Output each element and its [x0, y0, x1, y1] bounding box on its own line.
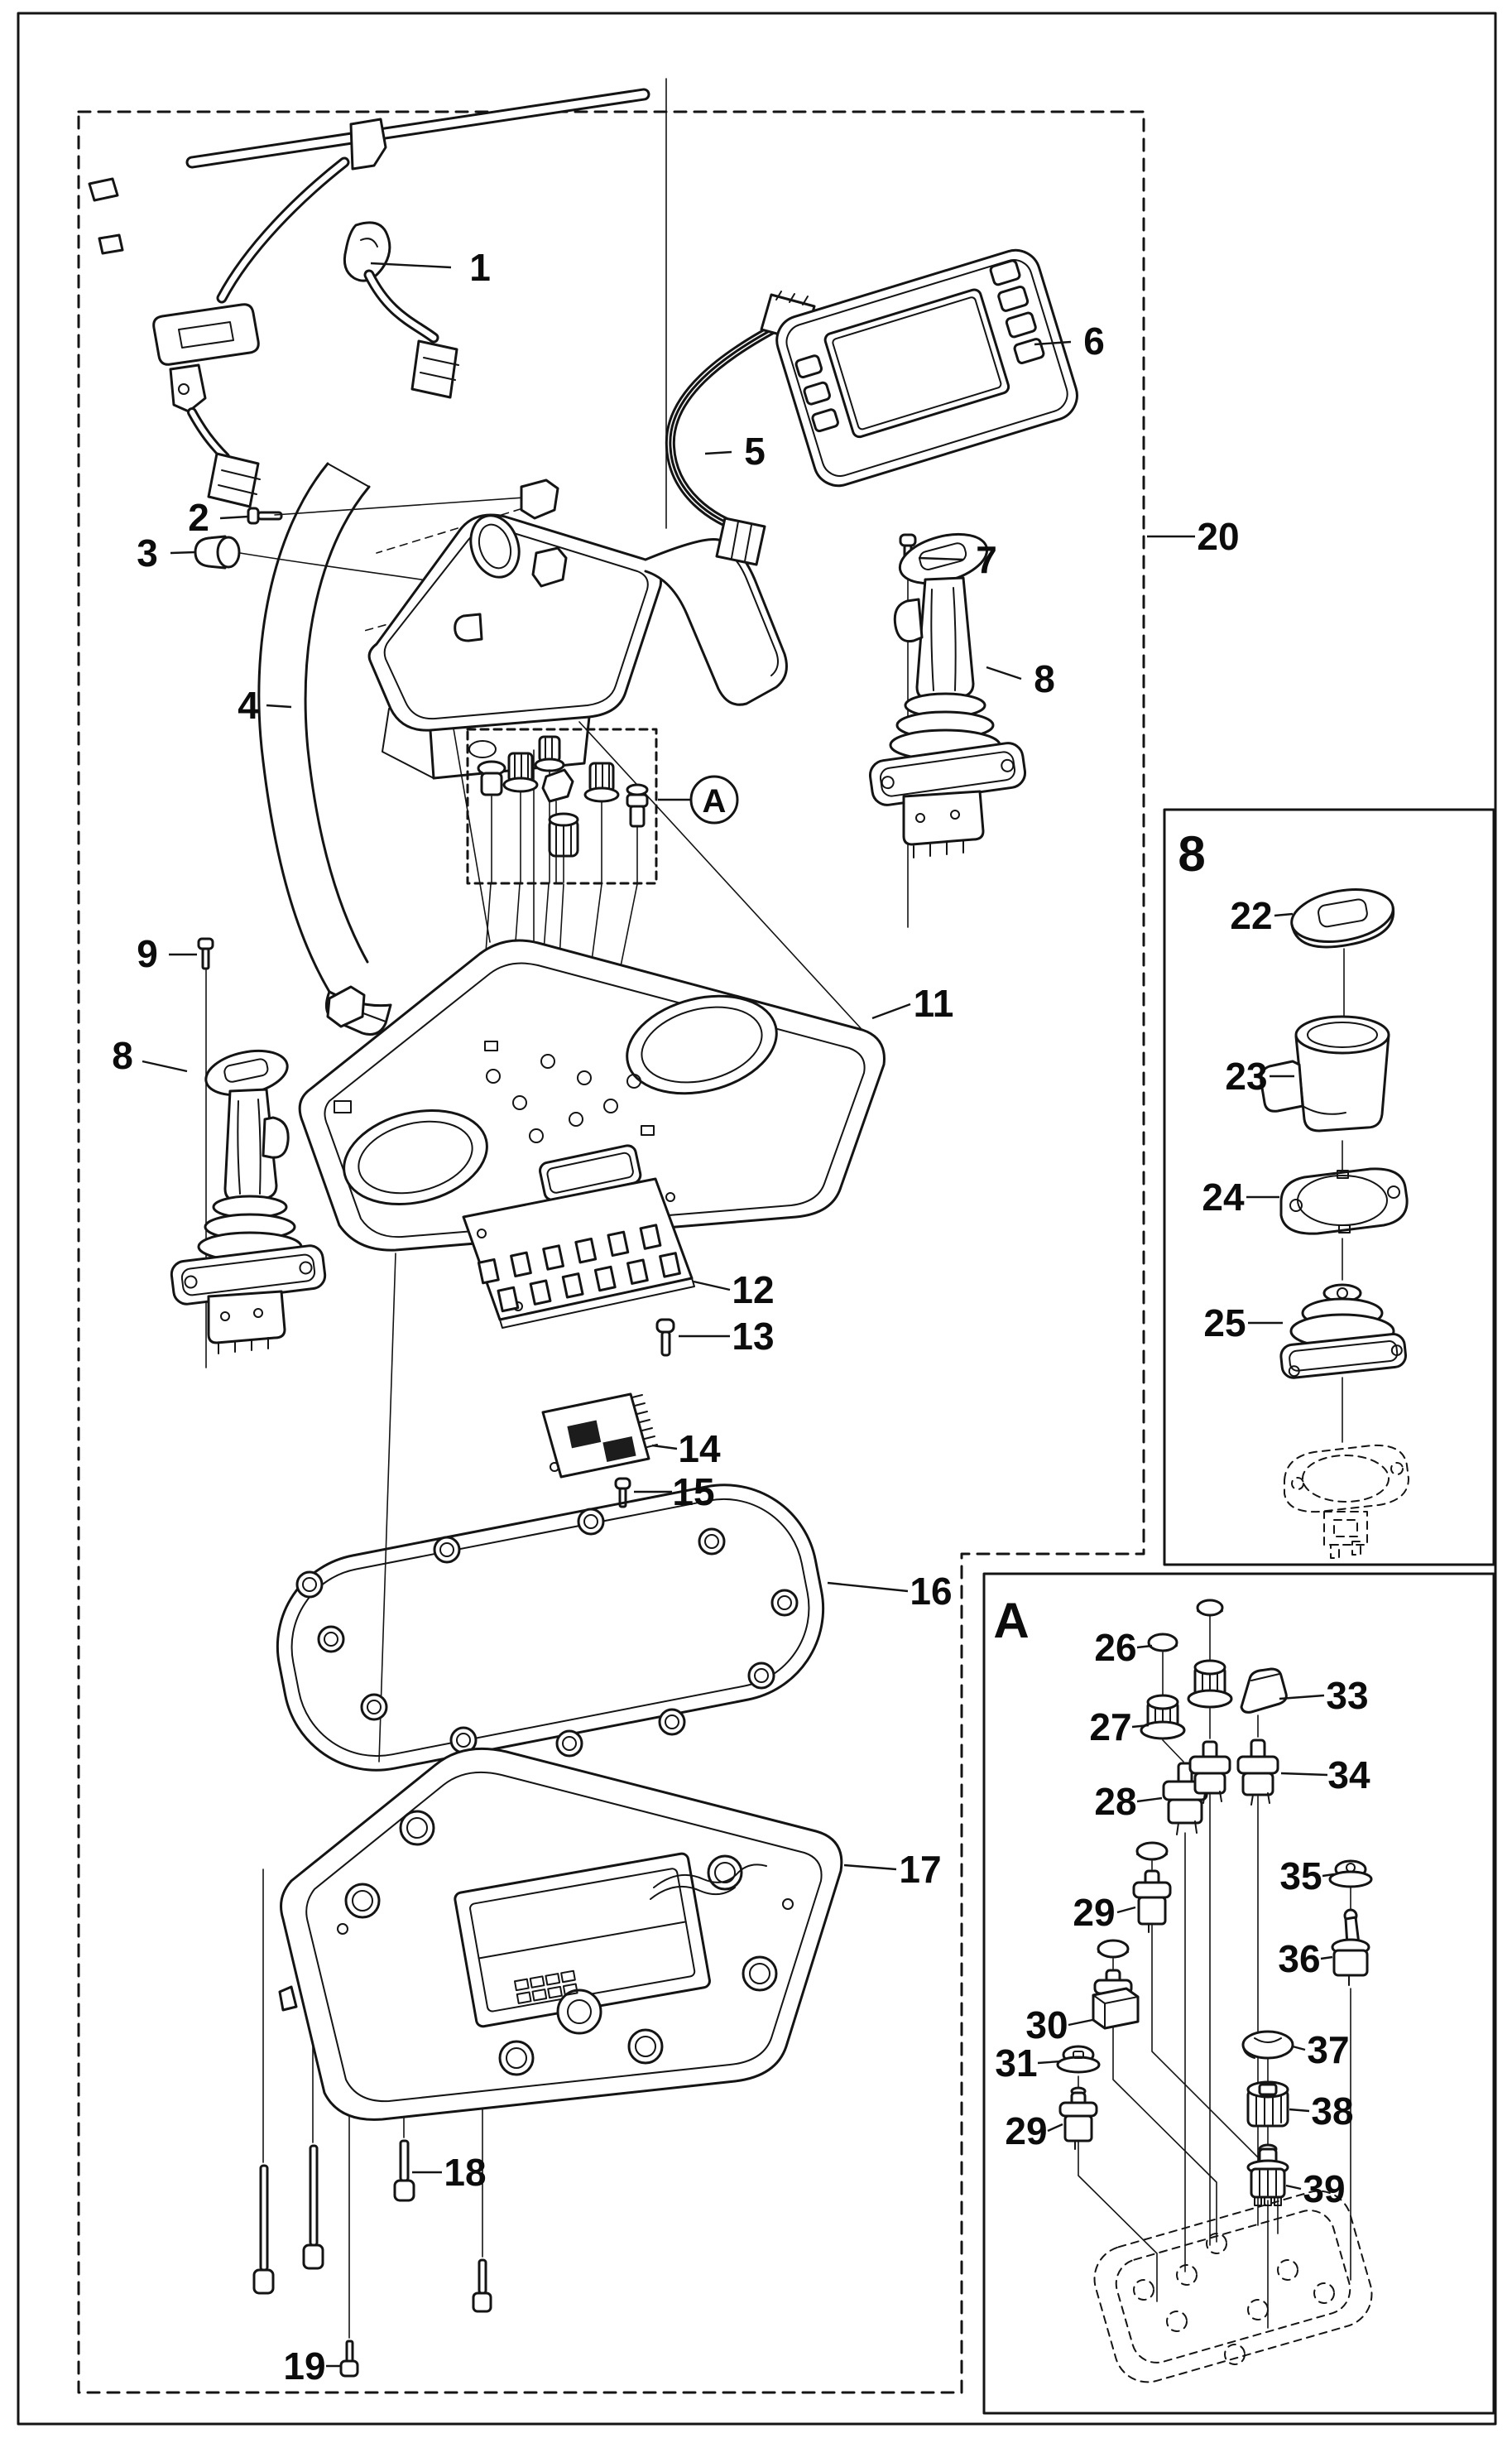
callout-29b: 29 [1005, 2109, 1047, 2152]
part-8-joystick-right [868, 532, 1027, 858]
panel-label-A: A [993, 1593, 1029, 1648]
part-30-switch [1092, 1939, 1140, 2030]
callout-15: 15 [672, 1470, 714, 1513]
part-24-plate [1279, 1167, 1409, 1235]
part-29a-switch [1132, 1841, 1172, 1933]
callout-30: 30 [1025, 2003, 1068, 2046]
display-screen [832, 296, 1002, 430]
part-27-knob [1140, 1694, 1186, 1740]
callout-20: 20 [1197, 515, 1239, 558]
part-28-switch [1162, 1762, 1208, 1835]
panel8-parts [1260, 888, 1409, 1559]
part-34-switch [1236, 1738, 1279, 1806]
callout-8-right: 8 [1034, 657, 1055, 700]
callout-29a: 29 [1073, 1891, 1115, 1934]
callout-4: 4 [238, 684, 259, 727]
callout-31: 31 [995, 2041, 1037, 2085]
callout-18: 18 [444, 2151, 486, 2194]
knob-col2 [1187, 1659, 1233, 1709]
callout-34: 34 [1327, 1753, 1370, 1796]
callout-17: 17 [899, 1848, 941, 1891]
part-14-small-pcb [541, 1392, 658, 1479]
detail-marker-A: A [689, 775, 739, 825]
part-1-harness [88, 88, 650, 508]
part-19-screw [339, 2340, 359, 2378]
callout-6: 6 [1083, 320, 1105, 363]
callout-9: 9 [137, 932, 158, 975]
panel-joystick-detail-box [1163, 808, 1495, 1566]
callout-35: 35 [1279, 1854, 1322, 1897]
outer-border [17, 12, 1497, 2426]
switch-cluster [477, 735, 649, 883]
part-29b-switch [1058, 2086, 1098, 2150]
callout-37: 37 [1307, 2028, 1349, 2071]
callout-25: 25 [1203, 1301, 1246, 1344]
part-6-display [775, 248, 1078, 488]
joystick-base-dashed [1284, 1444, 1409, 1559]
callout-27: 27 [1089, 1705, 1131, 1748]
callout-8-left: 8 [112, 1034, 133, 1077]
part-26-cap [1147, 1633, 1178, 1652]
panel-switch-detail-box [982, 1572, 1495, 2415]
switch-col2 [1188, 1740, 1231, 1804]
callout-19: 19 [283, 2344, 325, 2388]
panelA-parts [1056, 1599, 1373, 2383]
part-33-toggle-knob [1240, 1667, 1288, 1714]
callout-26: 26 [1094, 1626, 1136, 1669]
callout-1: 1 [469, 246, 491, 289]
callout-23: 23 [1225, 1055, 1267, 1098]
callout-7: 7 [976, 538, 997, 581]
callout-13: 13 [732, 1315, 774, 1358]
assembly-20-dashed-box [77, 110, 1145, 2394]
part-23-grip [1260, 1015, 1390, 1133]
part-16-gasket [276, 1484, 825, 1772]
callout-labels: 1 2 3 4 5 6 7 8 9 8 11 12 13 14 15 16 17… [112, 246, 1370, 2388]
callout-12: 12 [732, 1268, 774, 1311]
callout-2: 2 [188, 496, 209, 539]
callout-38: 38 [1311, 2090, 1353, 2133]
part-3-grommet [194, 535, 514, 632]
panel-label-8: 8 [1178, 826, 1205, 882]
detail-marker-A-letter: A [703, 783, 727, 820]
part-17-bottom-housing [278, 1747, 843, 2121]
callout-14: 14 [678, 1427, 721, 1470]
part-39-switch [1246, 2143, 1289, 2206]
part-38-knob [1246, 2080, 1289, 2128]
part-18-screws [252, 2139, 492, 2313]
callout-39: 39 [1303, 2167, 1345, 2210]
part-12-pcb [462, 1177, 695, 1329]
part-13-screw [655, 1318, 675, 1357]
callout-11: 11 [914, 982, 954, 1025]
part-35-cap [1328, 1859, 1373, 1888]
callout-33: 33 [1326, 1674, 1368, 1717]
membrane-base-dashed [1093, 2190, 1373, 2383]
part-37-cover-disc [1241, 2030, 1294, 2060]
part-36-toggle-switch [1331, 1908, 1370, 1986]
switch-group-box [466, 728, 658, 885]
part-22-cap [1290, 888, 1395, 949]
cap-col2 [1196, 1599, 1224, 1617]
gasket-grommets [295, 1508, 799, 1758]
callout-5: 5 [744, 430, 766, 473]
callout-22: 22 [1230, 894, 1272, 937]
callout-24: 24 [1202, 1176, 1245, 1219]
part-11-top-cover [298, 939, 886, 1252]
part-31-cap [1056, 2045, 1101, 2074]
part-4-strap [257, 462, 392, 1036]
callout-16: 16 [910, 1570, 952, 1613]
callout-28: 28 [1094, 1780, 1136, 1823]
console-shell [367, 479, 788, 780]
housing-posts [344, 1810, 778, 2076]
part-8-joystick-left [170, 1049, 327, 1354]
leader-lines [142, 262, 1335, 2368]
part-25-boot [1279, 1283, 1407, 1379]
callout-3: 3 [137, 531, 158, 575]
part-5-cable [665, 291, 816, 566]
callout-36: 36 [1278, 1937, 1320, 1980]
part-2-screw [247, 496, 537, 554]
